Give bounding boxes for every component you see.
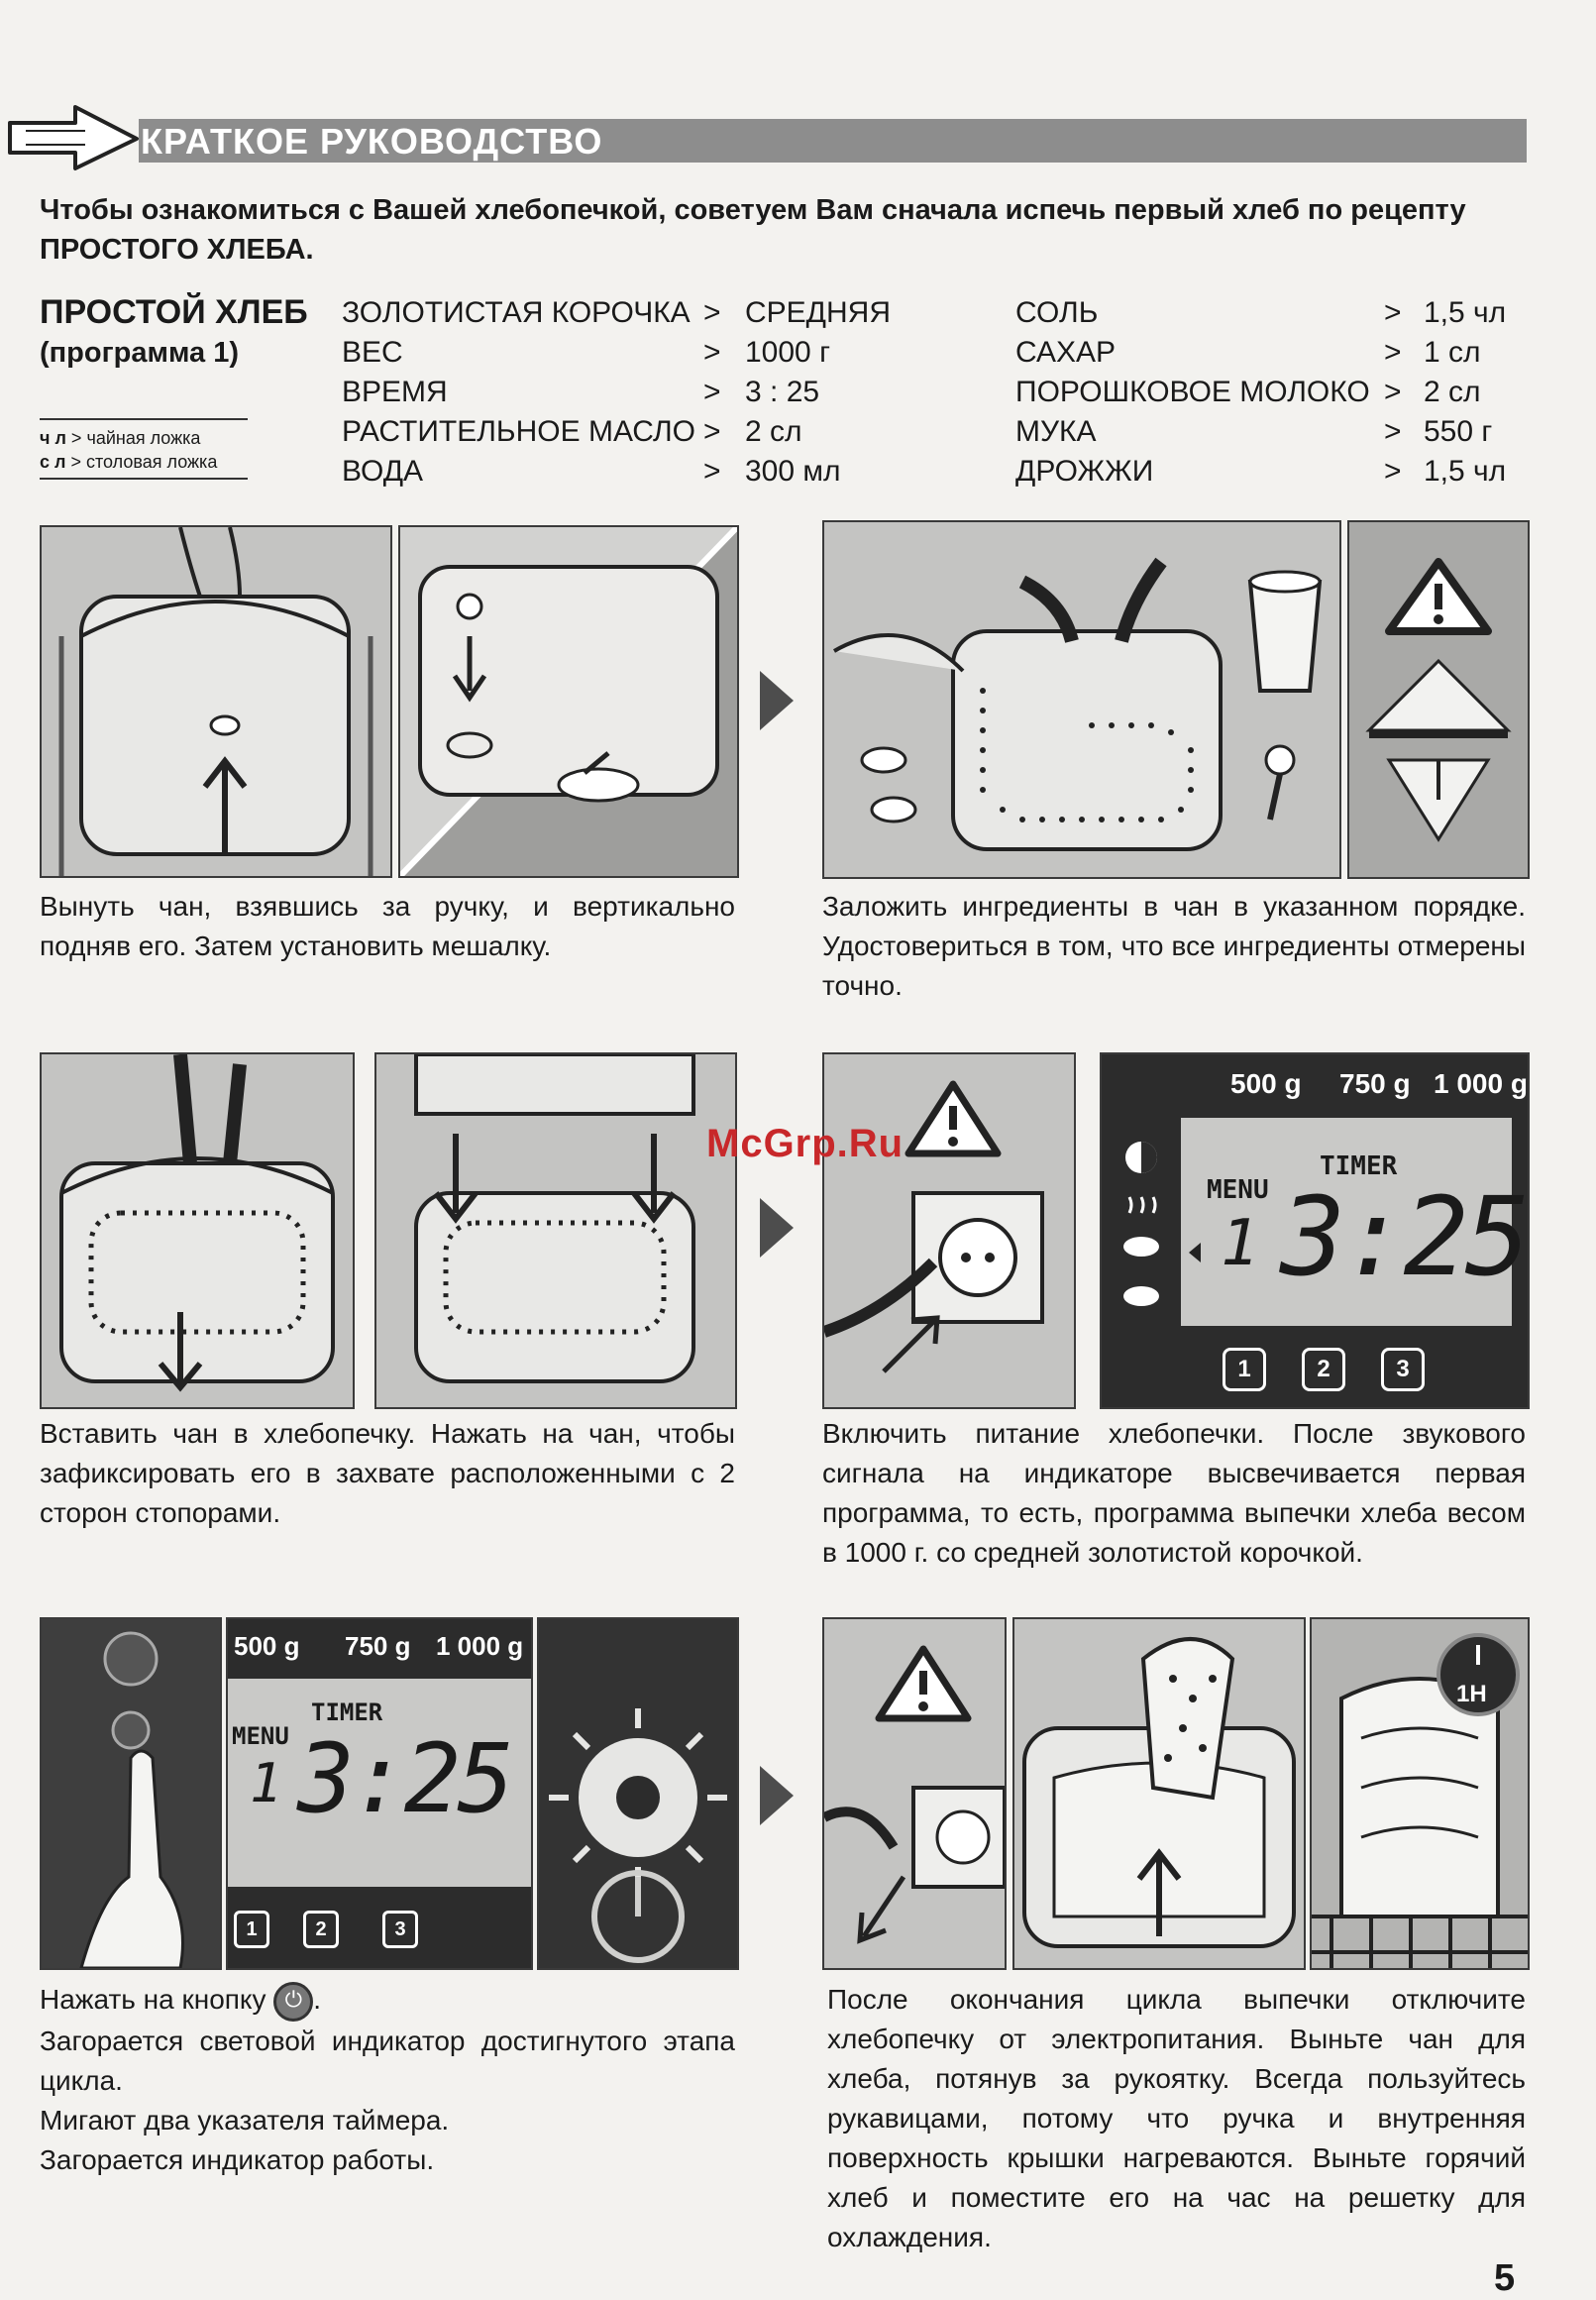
header-bar	[139, 119, 1527, 163]
setting-label: ВЕС	[342, 336, 403, 369]
ingredient-label: ПОРОШКОВОЕ МОЛОКО	[1015, 376, 1370, 408]
menu-label: MENU	[1207, 1175, 1269, 1205]
program-1-button[interactable]: 1	[1223, 1348, 1266, 1391]
setting-sep: >	[703, 415, 721, 448]
illustration-press-start	[40, 1617, 222, 1970]
menu-digit: 1	[250, 1752, 282, 1814]
caption-step-2: Заложить ингредиенты в чан в указанном п…	[822, 891, 1526, 1001]
ingredient-sep: >	[1384, 376, 1402, 408]
ingredient-value: 1,5 чл	[1424, 296, 1507, 329]
menu-digit: 1	[1221, 1207, 1259, 1280]
legend-divider	[40, 418, 248, 420]
illustration-remove-pan	[40, 525, 392, 878]
ingredient-value: 550 г	[1424, 415, 1493, 448]
illustration-add-ingredients	[822, 520, 1341, 879]
legend-item: ч л > чайная ложка	[40, 428, 201, 448]
program-1-button[interactable]: 1	[234, 1911, 269, 1948]
caption-step-5: Нажать на кнопку ⏻. Загорается световой …	[40, 1980, 735, 2180]
illustration-cool-bread: 1H	[1310, 1617, 1530, 1970]
caption-step-1: Вынуть чан, взявшись за ручку, и вертика…	[40, 891, 735, 961]
setting-value: 3 : 25	[745, 376, 820, 408]
setting-label: РАСТИТЕЛЬНОЕ МАСЛО	[342, 415, 695, 448]
weight-label: 1 000 g	[436, 1631, 524, 1661]
timer-badge: 1H	[1456, 1681, 1487, 1707]
program-2-button[interactable]: 2	[303, 1911, 339, 1948]
power-icon	[591, 1870, 685, 1963]
ingredient-label: ДРОЖЖИ	[1015, 455, 1154, 488]
setting-value: 300 мл	[745, 455, 841, 488]
setting-sep: >	[703, 376, 721, 408]
ingredient-sep: >	[1384, 296, 1402, 329]
legend-item: с л > столовая ложка	[40, 452, 218, 472]
header-arrow-icon	[8, 105, 139, 170]
timer-label: TIMER	[1320, 1151, 1398, 1181]
page-title: КРАТКОЕ РУКОВОДСТВО	[141, 121, 603, 162]
page-number: 5	[1494, 2257, 1516, 2299]
caption-step-5-line2: Загорается световой индикатор достигнуто…	[40, 2025, 735, 2096]
control-panel-display-running: 500 g 750 g 1 000 g TIMER MENU 1 3:25 1 …	[226, 1617, 533, 1970]
menu-label: MENU	[232, 1722, 289, 1750]
lcd-screen: TIMER MENU 1 3:25	[1181, 1118, 1528, 1326]
illustration-insert-pan	[40, 1052, 355, 1409]
control-panel-display: 500 g 750 g 1 000 g TIMER MENU 1 3:25 1 …	[1100, 1052, 1530, 1409]
setting-label: ВОДА	[342, 455, 424, 488]
clock-icon	[1436, 1633, 1520, 1716]
legend-divider	[40, 478, 248, 480]
illustration-install-kneader	[398, 525, 739, 878]
weight-label: 1 000 g	[1434, 1068, 1528, 1099]
illustration-lock-pan	[374, 1052, 737, 1409]
ingredient-value: 2 сл	[1424, 376, 1481, 408]
setting-value: 2 сл	[745, 415, 802, 448]
caption-step-3: Вставить чан в хлебопечку. Нажать на чан…	[40, 1418, 735, 1528]
program-2-button[interactable]: 2	[1302, 1348, 1345, 1391]
program-3-button[interactable]: 3	[1381, 1348, 1425, 1391]
setting-label: ВРЕМЯ	[342, 376, 448, 408]
caption-step-6: После окончания цикла выпечки отключите …	[827, 1984, 1526, 2252]
setting-value: СРЕДНЯЯ	[745, 296, 891, 329]
caption-step-5-line4: Загорается индикатор работы.	[40, 2143, 435, 2175]
setting-sep: >	[703, 336, 721, 369]
caption-step-4: Включить питание хлебопечки. После звуко…	[822, 1418, 1526, 1568]
recipe-subtitle: (программа 1)	[40, 337, 240, 369]
step-arrow-icon	[760, 671, 794, 730]
caption-step-5-line1: Нажать на кнопку	[40, 1984, 266, 2015]
setting-sep: >	[703, 455, 721, 488]
intro-text: Чтобы ознакомиться с Вашей хлебопечкой, …	[40, 194, 1466, 266]
program-3-button[interactable]: 3	[382, 1911, 418, 1948]
watermark: McGrp.Ru	[706, 1122, 904, 1165]
illustration-unplug	[822, 1617, 1007, 1970]
ingredient-value: 1 сл	[1424, 336, 1481, 369]
timer-digits: 3:25	[297, 1723, 514, 1834]
step-arrow-icon	[760, 1766, 794, 1825]
weight-label: 500 g	[234, 1631, 300, 1661]
weight-label: 750 g	[1339, 1068, 1411, 1099]
ingredient-label: САХАР	[1015, 336, 1117, 369]
weight-label: 500 g	[1230, 1068, 1302, 1099]
lcd-screen: TIMER MENU 1 3:25	[228, 1679, 531, 1887]
step-arrow-icon	[760, 1198, 794, 1258]
ingredient-sep: >	[1384, 336, 1402, 369]
ingredient-value: 1,5 чл	[1424, 455, 1507, 488]
setting-label: ЗОЛОТИСТАЯ КОРОЧКА	[342, 296, 691, 329]
ingredient-sep: >	[1384, 455, 1402, 488]
setting-sep: >	[703, 296, 721, 329]
illustration-remove-bread	[1012, 1617, 1306, 1970]
power-icon: ⏻	[273, 1981, 314, 2022]
illustration-plug-in	[822, 1052, 1076, 1409]
caption-step-5-line3: Мигают два указателя таймера.	[40, 2104, 450, 2136]
illustration-power-indicator	[537, 1617, 739, 1970]
ingredient-label: МУКА	[1015, 415, 1097, 448]
menu-pointer-icon	[1189, 1243, 1201, 1262]
timer-digits: 3:25	[1280, 1173, 1528, 1300]
weight-label: 750 g	[345, 1631, 411, 1661]
ingredient-label: СОЛЬ	[1015, 296, 1099, 329]
status-icons	[1123, 1142, 1159, 1306]
ingredient-sep: >	[1384, 415, 1402, 448]
illustration-measure-warning	[1347, 520, 1530, 879]
recipe-title: ПРОСТОЙ ХЛЕБ	[40, 293, 308, 331]
setting-value: 1000 г	[745, 336, 831, 369]
timer-label: TIMER	[311, 1698, 383, 1726]
